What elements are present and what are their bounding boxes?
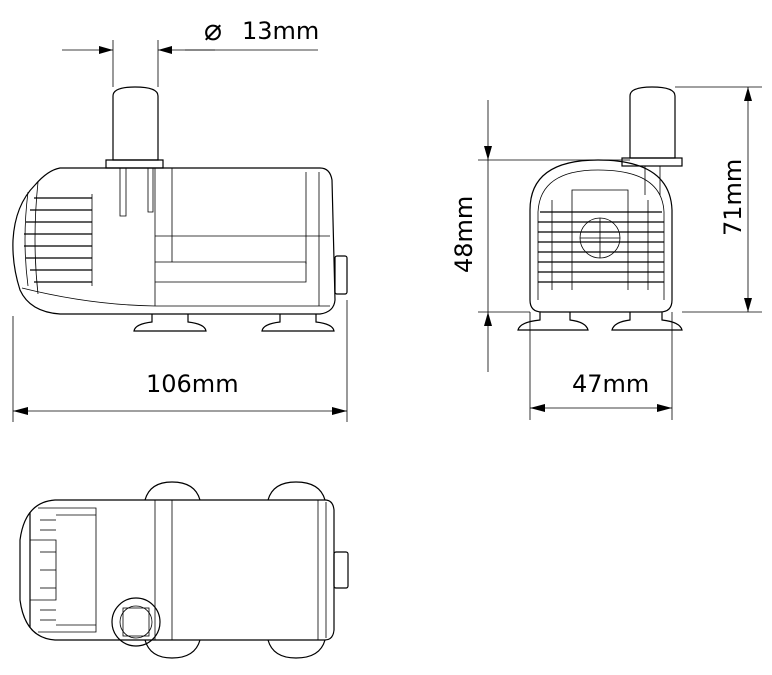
diameter-symbol: ⌀ bbox=[204, 13, 222, 48]
suction-cup bbox=[611, 312, 683, 331]
width-label: 47mm bbox=[572, 370, 649, 398]
end-view bbox=[517, 86, 683, 331]
width-dimension: 47mm bbox=[529, 312, 673, 420]
outlet-nozzle bbox=[105, 86, 164, 217]
pump-housing bbox=[529, 159, 673, 313]
length-dimension: 106mm bbox=[12, 300, 348, 422]
intake-grille bbox=[24, 181, 93, 295]
pump-housing bbox=[19, 499, 349, 641]
suction-cup bbox=[267, 481, 326, 659]
intake-grille bbox=[538, 200, 664, 290]
length-label: 106mm bbox=[146, 370, 239, 398]
suction-cup bbox=[144, 481, 201, 659]
suction-cup bbox=[133, 314, 207, 332]
suction-cup bbox=[261, 314, 335, 332]
diameter-dimension: ⌀ 13mm bbox=[62, 13, 319, 87]
outlet-nozzle bbox=[111, 597, 161, 647]
body-height-dimension: 48mm bbox=[450, 100, 630, 372]
total-height-dimension: 71mm bbox=[675, 86, 762, 313]
pump-housing bbox=[12, 167, 348, 315]
top-view bbox=[19, 481, 349, 659]
outlet-nozzle bbox=[621, 86, 683, 195]
diameter-label: 13mm bbox=[242, 17, 319, 45]
intake-grille bbox=[29, 507, 97, 633]
suction-cup bbox=[517, 312, 589, 331]
total-height-label: 71mm bbox=[719, 159, 747, 236]
front-view bbox=[12, 86, 348, 332]
body-height-label: 48mm bbox=[450, 196, 478, 273]
